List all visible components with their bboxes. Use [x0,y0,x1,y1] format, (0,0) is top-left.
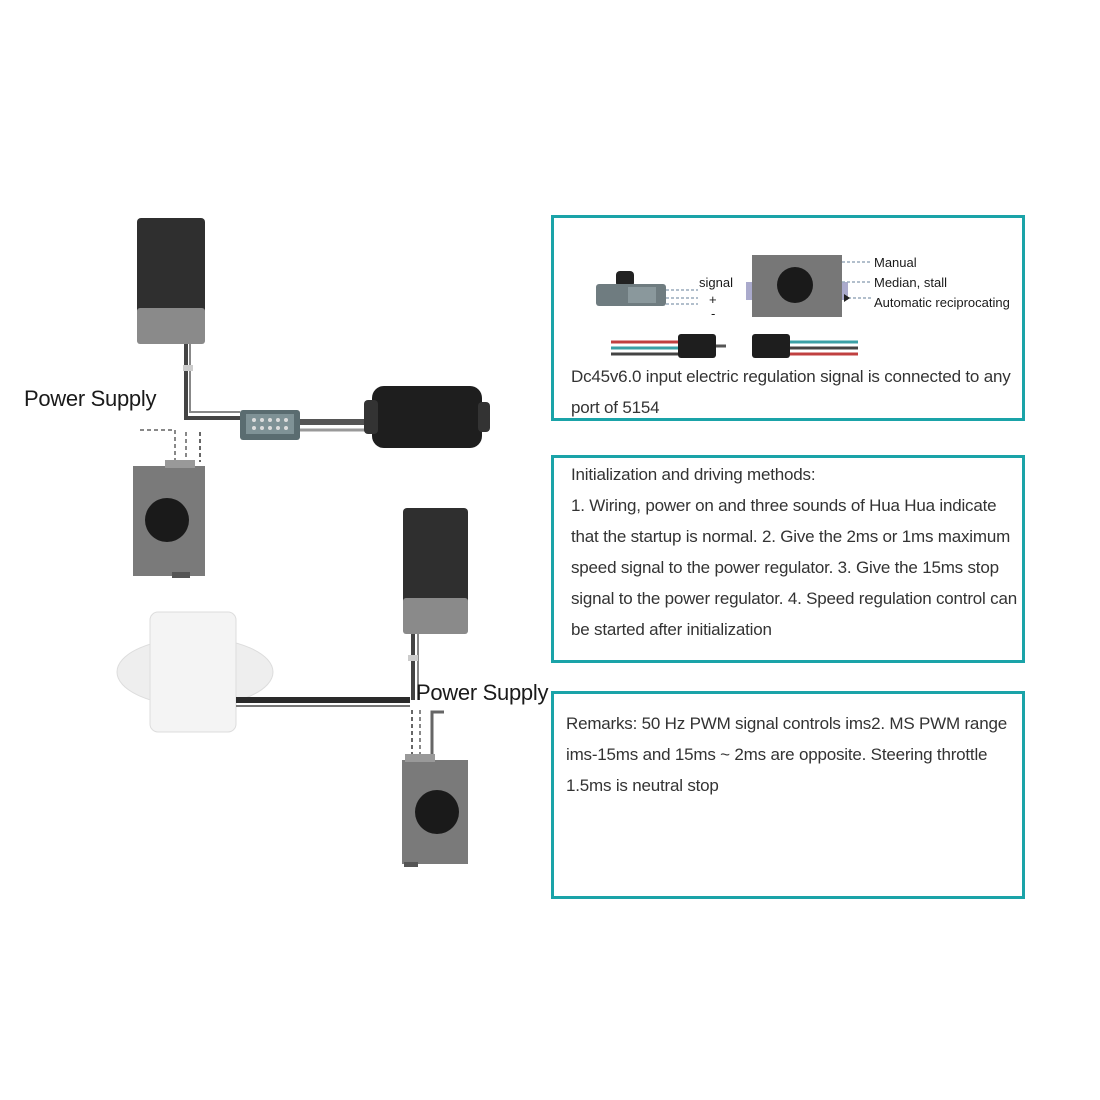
signal-caption-line-2: port of 5154 [571,398,660,417]
init-line: that the startup is normal. 2. Give the … [571,527,1011,546]
init-line: signal to the power regulator. 4. Speed … [571,589,1017,608]
signal-caption: Dc45v6.0 input electric regulation signa… [571,361,1021,423]
init-line: 1. Wiring, power on and three sounds of … [571,496,997,515]
power-supply-label-bottom: Power Supply [416,680,549,705]
power-supply-label-top: Power Supply [24,386,157,411]
receiver-bottom [402,754,468,867]
signal-label: signal [699,275,733,290]
mode-median-label: Median, stall [874,275,947,290]
mode-manual-label: Manual [874,255,917,270]
esc-board [240,410,300,440]
remarks-box: Remarks: 50 Hz PWM signal controls ims2.… [551,691,1025,899]
remarks-line: 1.5ms is neutral stop [566,776,719,795]
wiring-diagram [116,218,490,867]
remarks-text: Remarks: 50 Hz PWM signal controls ims2.… [566,708,1022,801]
servo-white [116,611,274,733]
signal-connection-box: signal + - Manual Median, stall Automati… [551,215,1025,421]
mode-auto-label: Automatic reciprocating [874,295,1010,310]
remarks-line: Remarks: 50 Hz PWM signal controls ims2.… [566,714,1007,733]
init-line: Initialization and driving methods: [571,465,816,484]
initialization-text: Initialization and driving methods: 1. W… [571,459,1023,645]
minus-label: - [711,306,716,321]
remarks-line: ims-15ms and 15ms ~ 2ms are opposite. St… [566,745,988,764]
receiver-top [133,460,205,578]
init-line: speed signal to the power regulator. 3. … [571,558,999,577]
battery-top [137,218,205,344]
signal-mini-diagram [596,255,872,358]
battery-bottom [403,508,468,634]
initialization-box: Initialization and driving methods: 1. W… [551,455,1025,663]
motor-top [364,386,490,448]
plus-label: + [709,292,717,307]
signal-caption-line-1: Dc45v6.0 input electric regulation signa… [571,367,1011,386]
init-line: be started after initialization [571,620,772,639]
